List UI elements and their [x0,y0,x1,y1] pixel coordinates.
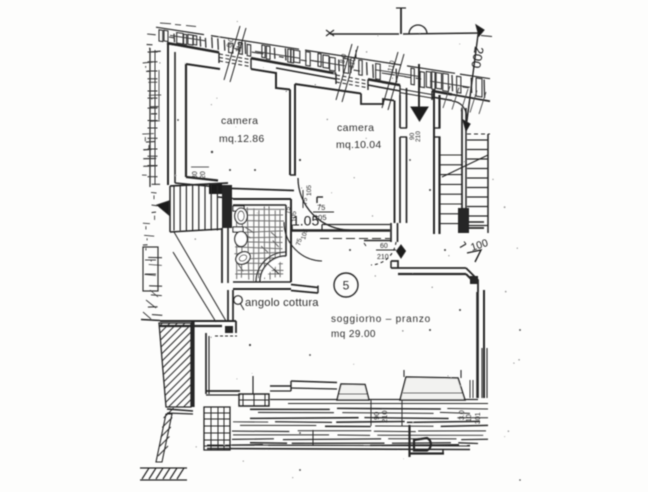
svg-text:75: 75 [317,203,325,212]
svg-text:20: 20 [200,171,207,179]
svg-text:3.0: 3.0 [459,410,466,420]
svg-text:301: 301 [475,412,482,424]
svg-text:angolo cottura: angolo cottura [245,297,319,309]
svg-text:mq.10.04: mq.10.04 [336,139,381,151]
svg-text:30: 30 [192,171,199,179]
svg-text:camera: camera [337,122,374,134]
svg-text:camera: camera [221,115,258,127]
svg-text:10: 10 [466,414,473,422]
svg-text:105: 105 [291,211,298,222]
svg-text:210: 210 [380,410,389,423]
svg-text:105: 105 [306,185,313,196]
svg-text:210: 210 [377,254,389,261]
svg-text:soggiorno – pranzo: soggiorno – pranzo [331,314,431,325]
svg-text:mq 29.00: mq 29.00 [331,329,376,340]
svg-text:210: 210 [415,131,422,142]
svg-text:60: 60 [380,243,388,250]
svg-text:5: 5 [343,279,350,293]
svg-text:mq.12.86: mq.12.86 [219,133,264,145]
